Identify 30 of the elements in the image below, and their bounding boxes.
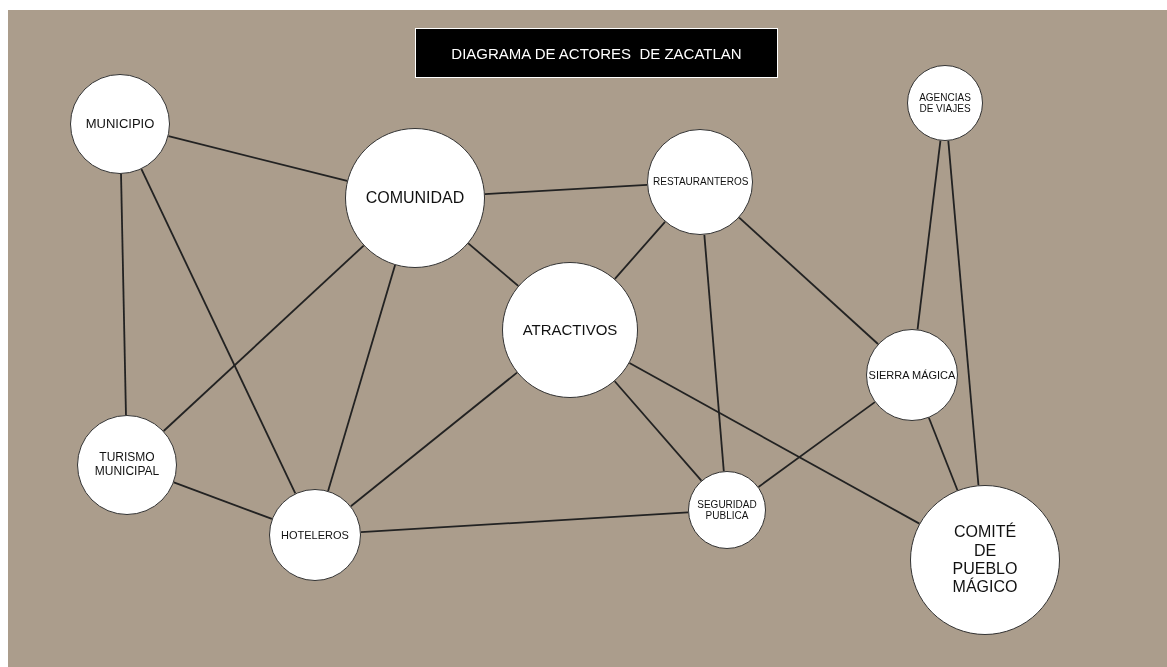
actor-label: TURISMO MUNICIPAL xyxy=(93,451,161,479)
connector-line xyxy=(349,371,518,508)
actor-label: COMITÉ DE PUEBLO MÁGICO xyxy=(951,523,1019,597)
connector-line xyxy=(916,139,942,331)
actor-label: AGENCIAS DE VIAJES xyxy=(918,91,972,115)
actor-label: SEGURIDAD PUBLICA xyxy=(696,498,758,522)
actor-label: RESTAURANTEROS xyxy=(653,176,747,188)
connector-line xyxy=(628,362,921,525)
connector-line xyxy=(614,220,666,280)
actor-label: HOTELEROS xyxy=(280,528,350,542)
actor-label: COMUNIDAD xyxy=(364,188,466,208)
diagram-title: DIAGRAMA DE ACTORES DE ZACATLAN xyxy=(415,28,778,78)
actor-label: ATRACTIVOS xyxy=(521,321,619,339)
connector-line xyxy=(360,511,689,534)
connector-line xyxy=(467,242,520,287)
connector-line xyxy=(757,401,876,488)
actor-label: SIERRA MÁGICA xyxy=(868,368,956,382)
connector-line xyxy=(120,173,127,416)
connector-line xyxy=(140,168,297,495)
connector-line xyxy=(738,216,879,345)
connector-line xyxy=(928,416,959,492)
connector-line xyxy=(172,481,273,520)
connector-line xyxy=(947,139,980,487)
connector-line xyxy=(703,233,725,473)
connector-line xyxy=(167,135,348,182)
connector-line xyxy=(484,184,648,195)
connector-line xyxy=(162,244,365,432)
connector-line xyxy=(613,380,703,482)
connector-line xyxy=(327,264,396,492)
actor-label: MUNICIPIO xyxy=(84,116,156,132)
